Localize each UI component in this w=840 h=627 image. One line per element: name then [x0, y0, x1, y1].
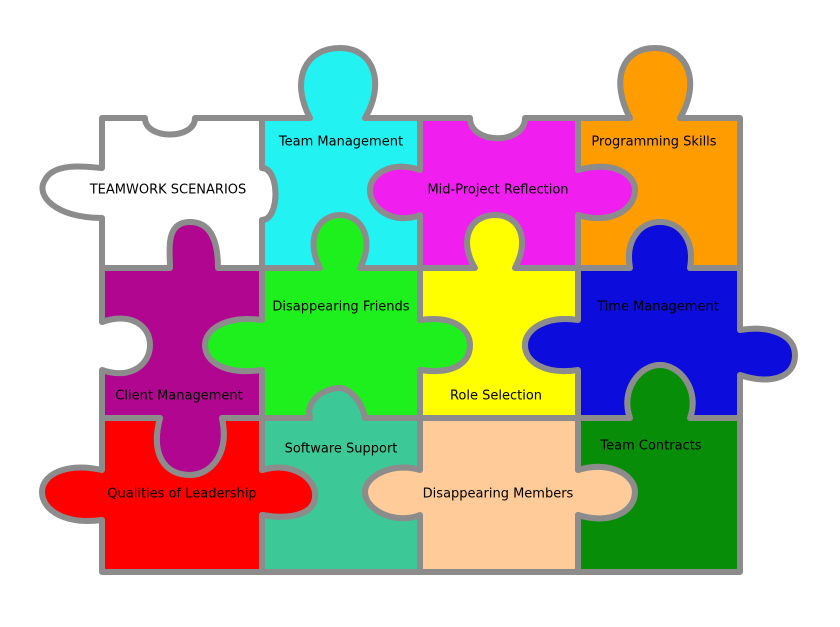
label-client-management: Client Management	[115, 389, 242, 404]
label-role-selection: Role Selection	[450, 389, 542, 404]
label-disappearing-friends: Disappearing Friends	[272, 300, 409, 315]
label-team-contracts: Team Contracts	[599, 439, 701, 454]
label-teamwork-scenarios: TEAMWORK SCENARIOS	[89, 183, 247, 198]
label-time-management: Time Management	[596, 300, 719, 315]
label-software-support: Software Support	[285, 442, 398, 457]
label-qualities-of-leadership: Qualities of Leadership	[107, 487, 256, 502]
label-mid-project-reflection: Mid-Project Reflection	[427, 183, 568, 198]
piece-teamwork-scenarios: TEAMWORK SCENARIOS	[42, 118, 275, 268]
label-team-management: Team Management	[278, 135, 403, 150]
label-programming-skills: Programming Skills	[591, 135, 716, 150]
label-disappearing-members: Disappearing Members	[423, 487, 574, 502]
